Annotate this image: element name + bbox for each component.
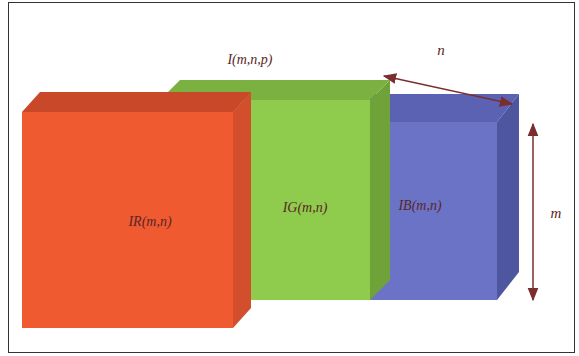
color-channel-plane: IR(m,n)	[22, 112, 233, 328]
frame	[9, 3, 575, 353]
dimension-label: m	[551, 205, 562, 222]
height-arrow	[532, 124, 534, 300]
dimension-label: n	[437, 42, 445, 59]
channel-label: IB(m,n)	[398, 198, 441, 213]
color-channel-plane: IB(m,n)	[390, 122, 497, 300]
array-label: I(m,n,p)	[227, 52, 272, 67]
color-channel-plane: IG(m,n)	[233, 100, 370, 300]
width-arrow	[384, 76, 512, 104]
channel-label: IR(m,n)	[128, 214, 171, 229]
channel-label: IG(m,n)	[283, 200, 328, 215]
red-slab	[22, 92, 251, 328]
